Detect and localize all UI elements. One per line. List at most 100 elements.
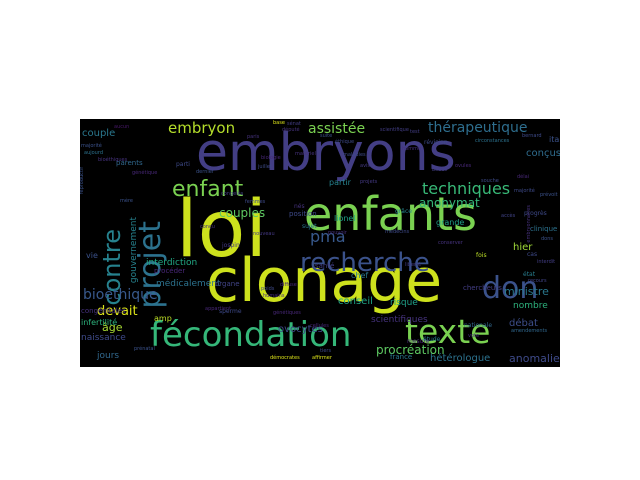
cloud-word: bébés: [432, 167, 448, 173]
cloud-word: clinique: [530, 225, 558, 233]
cloud-word: vote: [468, 333, 480, 339]
cloud-word: âge: [102, 321, 123, 334]
cloud-word: nouveau: [253, 231, 275, 237]
cloud-word: jospin: [222, 242, 240, 249]
cloud-word: suite: [320, 133, 333, 139]
cloud-word: souche: [481, 178, 499, 184]
cloud-word: nés: [294, 203, 305, 210]
cloud-word: liberté: [405, 262, 422, 268]
cloud-word: poids: [261, 286, 275, 292]
cloud-word: interdiction: [146, 258, 198, 268]
cloud-word: médecins: [385, 229, 410, 235]
cloud-word: techniques: [422, 179, 511, 198]
cloud-word: prévoit: [540, 192, 558, 198]
cloud-word: couples: [219, 206, 266, 220]
cloud-word: fécondation: [150, 315, 352, 355]
cloud-word: sénat: [287, 121, 301, 127]
cloud-word: tiers: [320, 348, 332, 354]
cloud-word: devait: [97, 304, 138, 319]
cloud-word: lionel: [334, 214, 356, 223]
cloud-word: congelés: [221, 191, 244, 197]
cloud-word: diffuse: [280, 282, 297, 288]
cloud-word: chef: [351, 271, 369, 280]
cloud-word: grande: [436, 218, 465, 227]
cloud-word: paris: [247, 134, 260, 140]
cloud-word: bioéthique: [83, 287, 158, 303]
cloud-word: naissance: [81, 333, 126, 343]
cloud-word: scientifique: [380, 127, 409, 133]
cloud-word: cellules: [310, 323, 329, 329]
cloud-word: test: [410, 129, 420, 135]
cloud-word: nationale: [464, 322, 493, 329]
cloud-word: mesure: [407, 338, 430, 345]
cloud-word: projets: [360, 179, 378, 185]
cloud-word: don: [482, 271, 539, 306]
cloud-word: thérapeutique: [428, 120, 528, 136]
cloud-word: pma: [310, 227, 346, 246]
cloud-word: fois: [476, 252, 487, 259]
cloud-word: couple: [82, 128, 116, 139]
cloud-word: embryon: [168, 119, 236, 137]
cloud-word: accès: [501, 213, 516, 219]
cloud-word: conserver: [438, 240, 463, 246]
cloud-word: conçu: [200, 224, 215, 230]
cloud-word: position: [289, 210, 317, 218]
cloud-word: étude: [423, 336, 441, 343]
cloud-word: loi: [176, 185, 268, 275]
cloud-word: interdit: [537, 259, 556, 265]
cloud-word: bioéthiques: [98, 157, 128, 163]
cloud-word: congénitales: [81, 307, 126, 315]
cloud-word: reproductif: [80, 167, 85, 195]
cloud-word: amendements: [511, 328, 548, 334]
cloud-word: révision: [424, 139, 448, 146]
cloud-word: dons: [541, 236, 554, 242]
cloud-word: jours: [97, 351, 120, 361]
cloud-word: scientifiques: [371, 315, 428, 325]
cloud-word: assistée: [308, 121, 366, 137]
cloud-word: avis: [360, 163, 371, 169]
cloud-word: cas: [527, 251, 538, 258]
cloud-word: anomalies: [509, 352, 560, 365]
cloud-word: vie: [86, 251, 98, 260]
cloud-word: recours: [528, 278, 547, 284]
cloud-word: ovocytes: [278, 324, 323, 335]
cloud-word: sperme: [219, 308, 242, 315]
cloud-word: éthique: [335, 139, 355, 145]
cloud-word: santé: [315, 262, 335, 270]
cloud-word: affirmer: [312, 355, 332, 361]
cloud-word: sujet: [302, 223, 317, 230]
cloud-word: juillet: [258, 164, 272, 170]
cloud-word: humains: [263, 293, 285, 299]
cloud-word: aucun: [114, 124, 130, 130]
cloud-word: organe: [215, 280, 240, 288]
cloud-word: génétiques: [273, 310, 301, 316]
cloud-word: homme: [402, 146, 422, 152]
cloud-word: embryonnaires: [526, 205, 532, 243]
cloud-word: gouvernement: [129, 217, 139, 284]
cloud-word: circonstances: [475, 138, 510, 144]
cloud-word: hier: [513, 242, 533, 253]
cloud-word: débat: [509, 318, 538, 329]
cloud-word: conseil: [338, 296, 373, 307]
cloud-word: parti: [176, 161, 190, 168]
cloud-word: majorité: [514, 188, 535, 194]
cloud-word: député: [282, 127, 300, 133]
cloud-word: majorité: [81, 143, 102, 149]
cloud-word: appartient: [205, 306, 232, 312]
cloud-word: procéder: [154, 267, 186, 275]
cloud-word: médicalement: [156, 279, 221, 289]
cloud-word: risque: [390, 298, 418, 308]
cloud-word: embryons: [196, 123, 456, 183]
cloud-word: femmes: [245, 199, 266, 205]
cloud-word: parents: [116, 159, 143, 167]
cloud-word: progrès: [524, 210, 547, 217]
cloud-word: maladies: [343, 152, 366, 158]
cloud-word: dernier: [196, 169, 214, 175]
cloud-word: bernard: [522, 133, 542, 139]
cloud-word: enfant: [172, 177, 244, 202]
cloud-word: partir: [329, 178, 351, 187]
cloud-word: génétique: [132, 170, 158, 176]
cloud-word: grâce: [395, 208, 412, 215]
cloud-word: prénatal: [134, 346, 155, 352]
